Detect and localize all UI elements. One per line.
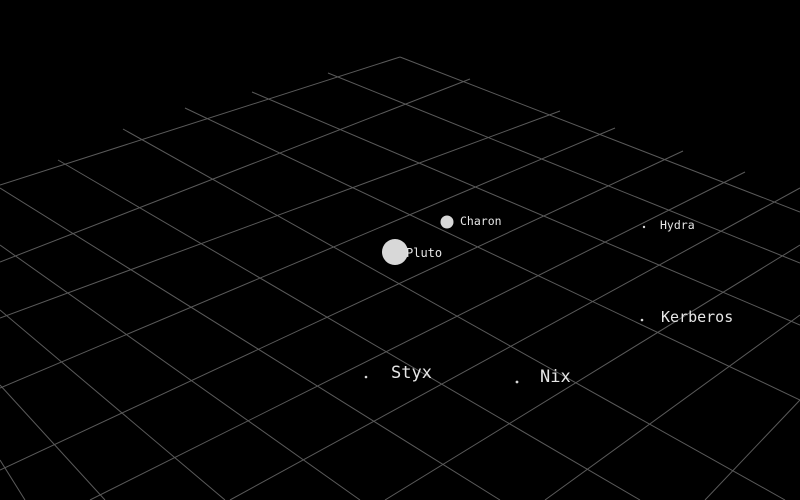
grid-line bbox=[0, 309, 226, 500]
grid-line bbox=[704, 399, 800, 500]
grid-line bbox=[0, 110, 561, 319]
ground-grid bbox=[0, 56, 800, 500]
grid-line bbox=[0, 56, 401, 186]
grid-line bbox=[122, 128, 786, 500]
grid-line bbox=[229, 187, 800, 500]
hydra-sphere[interactable] bbox=[642, 225, 646, 229]
body-pluto[interactable]: Pluto bbox=[382, 239, 442, 265]
body-styx[interactable]: Styx bbox=[364, 363, 432, 383]
hydra-label: Hydra bbox=[660, 218, 695, 232]
body-nix[interactable]: Nix bbox=[515, 367, 571, 387]
pluto-sphere[interactable] bbox=[382, 239, 408, 265]
grid-line bbox=[184, 107, 800, 401]
grid-line bbox=[0, 78, 471, 263]
body-hydra[interactable]: Hydra bbox=[642, 218, 695, 232]
grid-line bbox=[89, 171, 746, 500]
grid-line bbox=[0, 384, 106, 500]
grid-line bbox=[384, 244, 800, 500]
styx-sphere[interactable] bbox=[364, 375, 368, 379]
grid-line bbox=[0, 459, 26, 500]
styx-label: Styx bbox=[391, 363, 432, 383]
grid-line bbox=[0, 127, 616, 389]
grid-line bbox=[57, 159, 641, 500]
charon-label: Charon bbox=[460, 214, 502, 228]
pluto-label: Pluto bbox=[406, 246, 442, 260]
grid-line bbox=[544, 314, 800, 500]
charon-sphere[interactable] bbox=[440, 215, 454, 229]
grid-line bbox=[0, 187, 501, 500]
body-charon[interactable]: Charon bbox=[440, 214, 502, 229]
grid-line bbox=[0, 244, 361, 500]
body-kerberos[interactable]: Kerberos bbox=[640, 308, 734, 326]
grid-line bbox=[251, 91, 800, 326]
grid-line bbox=[0, 150, 684, 471]
nix-sphere[interactable] bbox=[515, 380, 519, 384]
kerberos-sphere[interactable] bbox=[640, 318, 644, 322]
nix-label: Nix bbox=[540, 367, 571, 387]
kerberos-label: Kerberos bbox=[661, 308, 733, 326]
